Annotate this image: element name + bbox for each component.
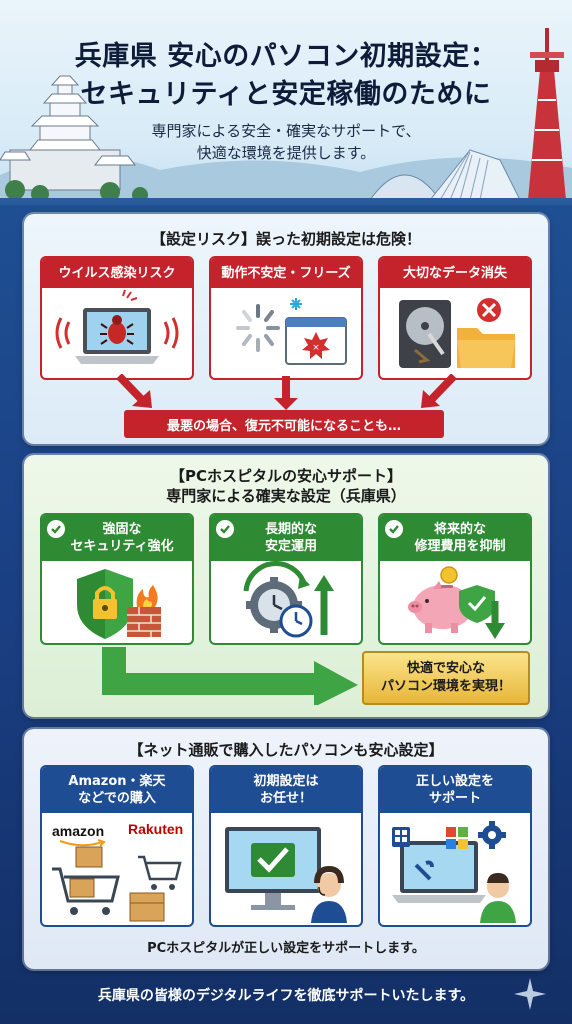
- castle-icon: [0, 75, 137, 191]
- kobe-skyline-illustration: [0, 28, 572, 205]
- port-buildings: [369, 149, 521, 201]
- bug-laptop-icon: [55, 289, 179, 364]
- laptop-settings-icon: [392, 821, 516, 923]
- rakuten-logo: Rakuten: [128, 821, 184, 837]
- support-card-line1: 将来的な: [433, 522, 486, 537]
- support-panel-title-line2: 専門家による確実な設定（兵庫県）: [166, 487, 406, 505]
- risk-panel-title: 【設定リスク】誤った初期設定は危険！: [150, 230, 421, 248]
- net-panel-title: 【ネット通販で購入したパソコンも安心設定】: [128, 741, 444, 759]
- gear-clock-icon: [243, 561, 334, 638]
- amazon-logo: amazon: [52, 823, 105, 839]
- support-card-line2: 修理費用を抑制: [414, 539, 506, 554]
- risk-card-freeze: 動作不安定・フリーズ ×: [209, 256, 363, 380]
- subtitle-line1: 専門家による安全・確実なサポートで、: [151, 122, 421, 140]
- support-card-line2: 安定運用: [264, 539, 317, 554]
- support-card-line1: 強固な: [102, 522, 142, 537]
- page-title-line1: 兵庫県 安心のパソコン初期設定：: [74, 41, 498, 72]
- net-card-line2: お任せ！: [259, 791, 312, 806]
- net-card-line2: などでの購入: [78, 791, 156, 806]
- windows-logo-icon: [446, 827, 468, 849]
- risk-warning-banner: 最悪の場合、復元不可能になることも…: [124, 410, 444, 438]
- shield-lock-icon: [77, 569, 161, 639]
- hdd-folder-icon: [399, 298, 515, 368]
- support-card-security: 強固な セキュリティ強化: [40, 513, 194, 645]
- net-card-line1: Amazon・楽天: [68, 774, 166, 789]
- support-card-stability: 長期的な 安定運用: [209, 513, 363, 645]
- header: 兵庫県 安心のパソコン初期設定： セキュリティと安定稼働のために 専門家による安…: [0, 0, 572, 205]
- shopping-cart-illustration: amazon Rakuten: [42, 813, 192, 925]
- svg-text:×: ×: [312, 343, 320, 353]
- net-card-line2: サポート: [428, 791, 481, 806]
- monitor-check-icon: [225, 827, 347, 923]
- risk-card-label: ウイルス感染リスク: [42, 258, 192, 288]
- risk-card-label: 動作不安定・フリーズ: [211, 258, 361, 288]
- support-result-line2: パソコン環境を実現！: [380, 679, 511, 694]
- subtitle-line2: 快適な環境を提供します。: [196, 144, 376, 162]
- support-panel: 【PCホスピタルの安心サポート】 専門家による確実な設定（兵庫県） 強固な セキ…: [24, 455, 548, 717]
- net-card-purchase: Amazon・楽天 などでの購入 amazon Rakuten: [40, 765, 194, 927]
- sparkle-icon: [514, 978, 546, 1010]
- support-card-line1: 長期的な: [264, 522, 317, 537]
- risk-card-data-loss: 大切なデータ消失: [378, 256, 532, 380]
- check-icon: [47, 520, 65, 538]
- amazon-smile-icon: [59, 839, 106, 847]
- page-title-line2: セキュリティと安定稼働のために: [80, 79, 492, 110]
- footer-text: 兵庫県の皆様のデジタルライフを徹底サポートいたします。: [97, 988, 475, 1004]
- support-result-box: 快適で安心な パソコン環境を実現！: [362, 651, 530, 705]
- net-card-line1: 初期設定は: [253, 774, 319, 789]
- port-tower-icon: [528, 28, 566, 200]
- piggy-bank-icon: [408, 566, 505, 639]
- support-result-line1: 快適で安心な: [406, 661, 485, 676]
- support-card-cost: 将来的な 修理費用を抑制: [378, 513, 532, 645]
- risk-panel: 【設定リスク】誤った初期設定は危険！ ウイルス感染リスク 動作不安定・フリーズ: [24, 214, 548, 444]
- shopping-cart-icon: [52, 846, 182, 922]
- risk-card-label: 大切なデータ消失: [380, 258, 530, 288]
- support-card-line2: セキュリティ強化: [70, 539, 174, 554]
- net-shopping-panel: 【ネット通販で購入したパソコンも安心設定】 Amazon・楽天 などでの購入 a…: [24, 729, 548, 969]
- support-result-arrow: [102, 647, 358, 705]
- check-icon: [216, 520, 234, 538]
- net-caption: PCホスピタルが正しい設定をサポートします。: [147, 941, 425, 956]
- risk-card-virus: ウイルス感染リスク: [40, 256, 194, 380]
- net-card-support: 正しい設定を サポート: [378, 765, 532, 927]
- net-card-line1: 正しい設定を: [415, 774, 494, 789]
- risk-arrows: [116, 374, 457, 410]
- net-card-setup: 初期設定は お任せ！: [209, 765, 363, 927]
- loading-error-icon: ×: [236, 298, 347, 365]
- support-panel-title-line1: 【PCホスピタルの安心サポート】: [169, 467, 402, 485]
- check-icon: [385, 520, 403, 538]
